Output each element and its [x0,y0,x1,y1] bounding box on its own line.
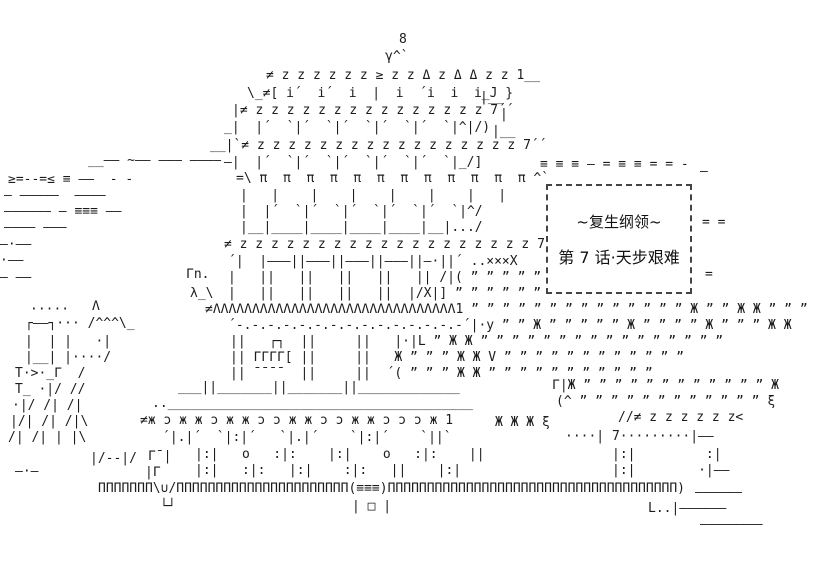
ascii-art-line: — ————— ———— [4,188,106,203]
ascii-art-line: ····| 7·········|—— [565,429,714,444]
ascii-art-line: ≠ΛΛΛΛΛΛΛΛΛΛΛΛΛΛΛΛΛΛΛΛΛΛΛΛΛΛΛΛΛΛΛ1 ” ” ” … [205,302,808,317]
ascii-art-line: || ¯¯¯¯ || || ´( ” ” ” Ж Ж ” ” ” ” ” ” ”… [230,366,653,381]
ascii-art-line: | || || || || |/X|] ” ” ” ” ” ” ” [228,286,557,301]
ascii-art-line: | □ | [352,499,392,514]
ascii-art-line: ≠ z z z z z z z z z z z z z z z z z z z … [224,237,561,252]
ascii-art-line: = [705,267,713,282]
ascii-art-line: |:| :| [612,447,722,462]
ascii-art-line: ·—— [0,253,24,268]
ascii-art-line: \_≠[ i´ i´ i | i ´i i i_J } [247,86,514,101]
ascii-art-line: 8 [399,32,407,47]
ascii-art-line: || ┌┐ || || |·|L ” Ж Ж ” ” ” ” ” ” ” ” ”… [230,334,724,349]
ascii-art-line: |:| :|: |:| :|: || |:| [195,463,462,478]
ascii-art-line: ´-.-.-.-.-.-.-.-.-.-.-.-.-.-.-´|·y ” ” Ж… [228,318,792,333]
ascii-art-line: ´|.|´ `|:|´ `|.|´ `|:|´ `||` [162,430,452,445]
ascii-art-line: T_ ·|/ // [15,382,86,397]
ascii-art-line: └┘ [160,499,176,514]
ascii-art-line: Λ [92,299,100,314]
ascii-art-line: — —— [0,270,32,285]
ascii-art-line: ≠ z z z z z z ≥ z z Δ z Δ Δ z z 1__ [266,68,540,83]
ascii-art-line: || ΓΓΓΓ[ || || Ж ” ” ” Ж Ж V ” ” ” ” ” ”… [230,350,684,365]
ascii-art-line: /| /| | |\ [8,430,87,445]
ascii-art-line: Γn. [186,267,210,282]
ascii-art-line: ····· [30,302,70,317]
ascii-art-line: | || || || || || /|( ” ” ” ” ” ” [228,270,557,285]
ascii-art-line: — [700,164,708,179]
ascii-art-line: (^ ” ” ” ” ” ” ” ” ” ” ” ” ξ [556,394,776,409]
ascii-art-line: | | | ·| [25,334,112,349]
ascii-art-line: —| |´ `|´ `|´ `|´ `|´ `|_/] [224,155,483,170]
ascii-art-line: |__ [480,90,504,105]
ascii-art-line: |:| ·|—— [612,463,730,478]
ascii-art-line: | [500,107,508,122]
ascii-art-line: ———— ——— [4,220,67,235]
ascii-art-line: ┌——┐··· /^^^\_ [25,316,135,331]
ascii-art-line: __|`≠ z z z z z z z z z z z z z z z z z … [210,138,547,153]
ascii-art-line: ≥=--=≤ ≡ —— - - [8,172,134,187]
ascii-art-line: ·|/ /| /| [12,398,83,413]
ascii-art-line: Γ|Ж ” ” ” ” ” ” ” ” ” ” ” ” Ж [552,378,779,393]
ascii-art-line: __—— ~—— ——— ———— [88,153,222,168]
episode-title-box: ~复生纲领~ 第 7 话·天步艰难 [546,184,692,294]
ascii-art-line: —————— [695,485,742,500]
ascii-art-line: | | | | | | | | [240,188,507,203]
ascii-art-line: _| |´ `|´ `|´ `|´ `|´ `|^|/) [224,120,491,135]
episode-title: 第 7 话·天步艰难 [558,247,680,267]
ascii-art-line: γ^` [385,49,409,64]
ascii-art-line: | |´ `|´ `|´ `|´ `|´ `|^/ [240,204,483,219]
ascii-art-line: —————— — ≡≡≡ —— [4,204,122,219]
ascii-art-line: =\ π π π π π π π π π π π π ^` [236,171,550,186]
ascii-art-line: |:| o :|: |:| o :|: || [195,447,485,462]
ascii-art-line: λ_\ [190,286,214,301]
ascii-art-line: |/--|/ [90,451,137,466]
ascii-art-line: |/| /| /|\ [10,414,89,429]
ascii-art-line: Γ¯| [148,449,172,464]
work-title: ~复生纲领~ [576,212,662,231]
ascii-art-line: = = [702,215,726,230]
ascii-art-line: ≡ ≡ ≡ — = ≡ ≡ = = - [540,157,689,172]
ascii-art-line: —·— [15,464,39,479]
ascii-art-line: ___||_______||_______||_____________ [178,380,460,395]
ascii-art-line: |Γ [145,465,161,480]
ascii-art-line: ———————— [700,517,763,532]
ascii-art-line: |__ [492,124,516,139]
ascii-art-line: |__| |····/ [25,350,112,365]
ascii-art-line: —·—— [0,237,32,252]
ascii-art-line: ´| |———||———||———||———||—·||´ ..×××X [228,254,518,269]
ascii-art-line: |__|____|____|____|____|__|.../ [240,220,483,235]
ascii-art-line: ΠΠΠΠΠΠΠ\∪/ΠΠΠΠΠΠΠΠΠΠΠΠΠΠΠΠΠΠΠΠΠΠ(≡≡≡)ΠΠΠ… [98,481,685,496]
ascii-art-line: T·>·_Γ / [15,366,86,381]
ascii-art-line: L..|—————— [648,501,727,516]
ascii-art-line: |≠ z z z z z z z z z z z z z z z 7´´ [232,103,514,118]
ascii-art-line: ≠ж ɔ ж ж ɔ ж ж ɔ ɔ ж ж ɔ ɔ ж ж ɔ ɔ ɔ ж 1 [140,413,454,428]
ascii-art-line: //≠ z z z z z z< [618,410,744,425]
ascii-art-line: Ж Ж Ж ξ [495,415,550,430]
ascii-art-line: ..______________________________________… [152,396,473,411]
